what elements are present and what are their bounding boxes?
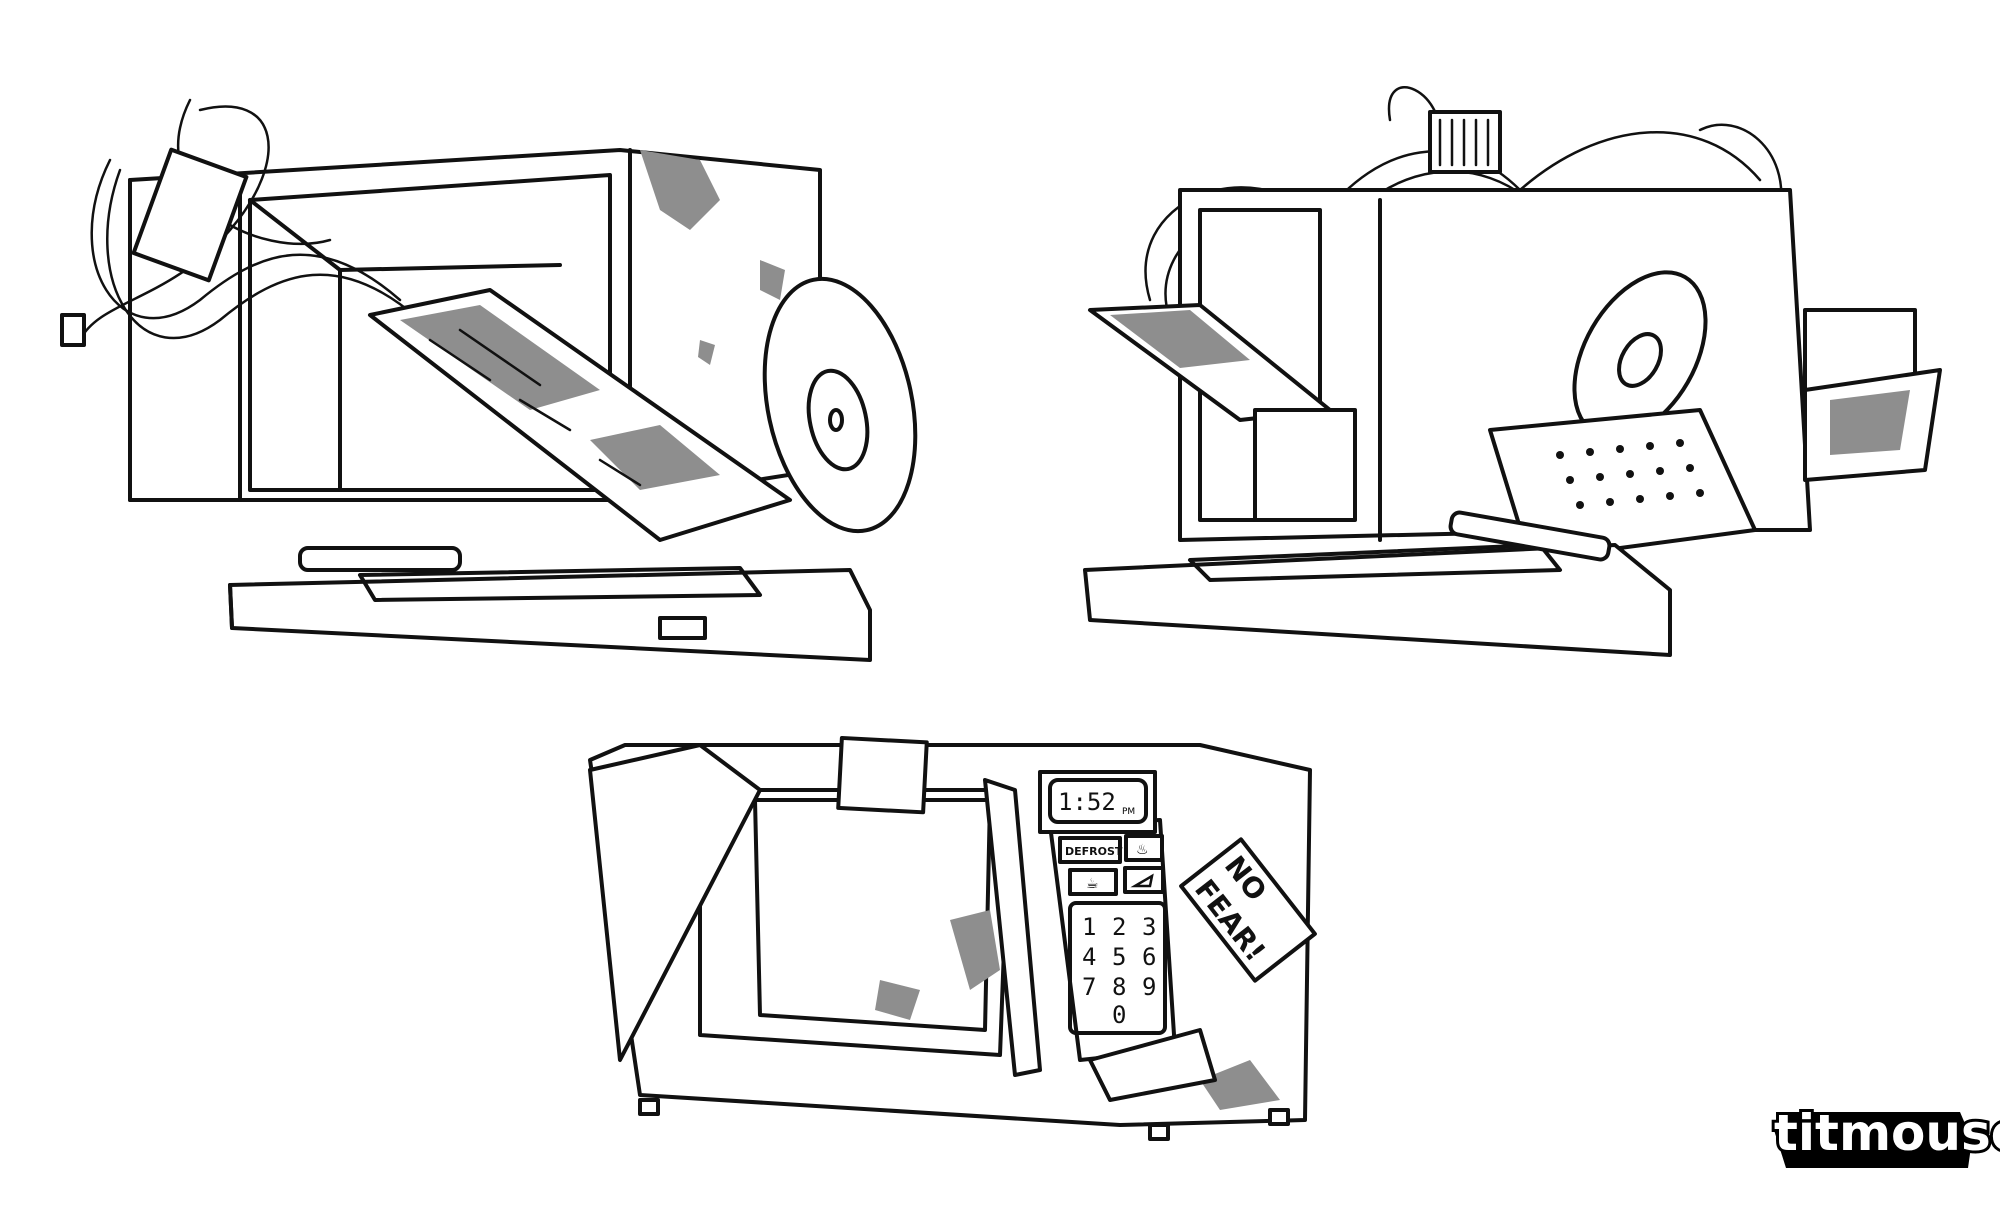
key-0: 0 <box>1112 1001 1126 1029</box>
logo-text: titmouse <box>1774 1104 2000 1162</box>
key-4: 4 <box>1082 943 1096 971</box>
microwave-disassembled-right <box>1083 86 1942 657</box>
keypad <box>1068 901 1167 1035</box>
titmouse-logo: titmouse <box>1771 1101 2000 1168</box>
foot <box>1268 1108 1290 1126</box>
transformer <box>1253 408 1357 522</box>
door-panel <box>1083 510 1672 657</box>
cup-icon: ☕ <box>1086 876 1099 892</box>
key-3: 3 <box>1142 913 1156 941</box>
wire-bundle <box>60 98 422 347</box>
steam-icon: ♨ <box>1136 842 1149 858</box>
connector-plug <box>60 313 86 347</box>
key-6: 6 <box>1142 943 1156 971</box>
key-8: 8 <box>1112 973 1126 1001</box>
control-panel: 1:52 PM DEFROST ♨ ☕ 1 2 3 4 5 6 7 8 9 0 <box>1038 770 1177 1062</box>
key-9: 9 <box>1142 973 1156 1001</box>
logo-shadow <box>1774 1112 1972 1168</box>
key-1: 1 <box>1082 913 1096 941</box>
pizza-icon <box>1130 873 1154 888</box>
steam-button <box>1124 834 1164 862</box>
tape-strip <box>836 735 929 815</box>
tape-strip <box>983 778 1042 1077</box>
foot <box>638 1098 660 1116</box>
vent-holes <box>1556 439 1704 509</box>
circuit-board <box>368 288 792 542</box>
defrost-button <box>1058 836 1122 864</box>
tape-strip <box>588 743 762 1062</box>
small-module <box>131 147 249 283</box>
clock-suffix: PM <box>1122 807 1135 817</box>
key-2: 2 <box>1112 913 1126 941</box>
beverage-button <box>1068 868 1118 896</box>
door-handle <box>1448 510 1612 562</box>
door-panel <box>228 546 872 662</box>
tape-strip <box>1088 1028 1217 1102</box>
defrost-label: DEFROST <box>1065 845 1123 858</box>
turntable-disc <box>762 276 918 534</box>
vent-grille <box>1488 408 1757 562</box>
foot <box>1148 1123 1170 1141</box>
microwave-taped: 1:52 PM DEFROST ♨ ☕ 1 2 3 4 5 6 7 8 9 0 … <box>588 735 1317 1141</box>
key-5: 5 <box>1112 943 1126 971</box>
door-handle <box>298 546 462 572</box>
key-7: 7 <box>1082 973 1096 1001</box>
clock-display: 1:52 <box>1058 788 1116 816</box>
microwave-disassembled-left <box>60 98 918 662</box>
